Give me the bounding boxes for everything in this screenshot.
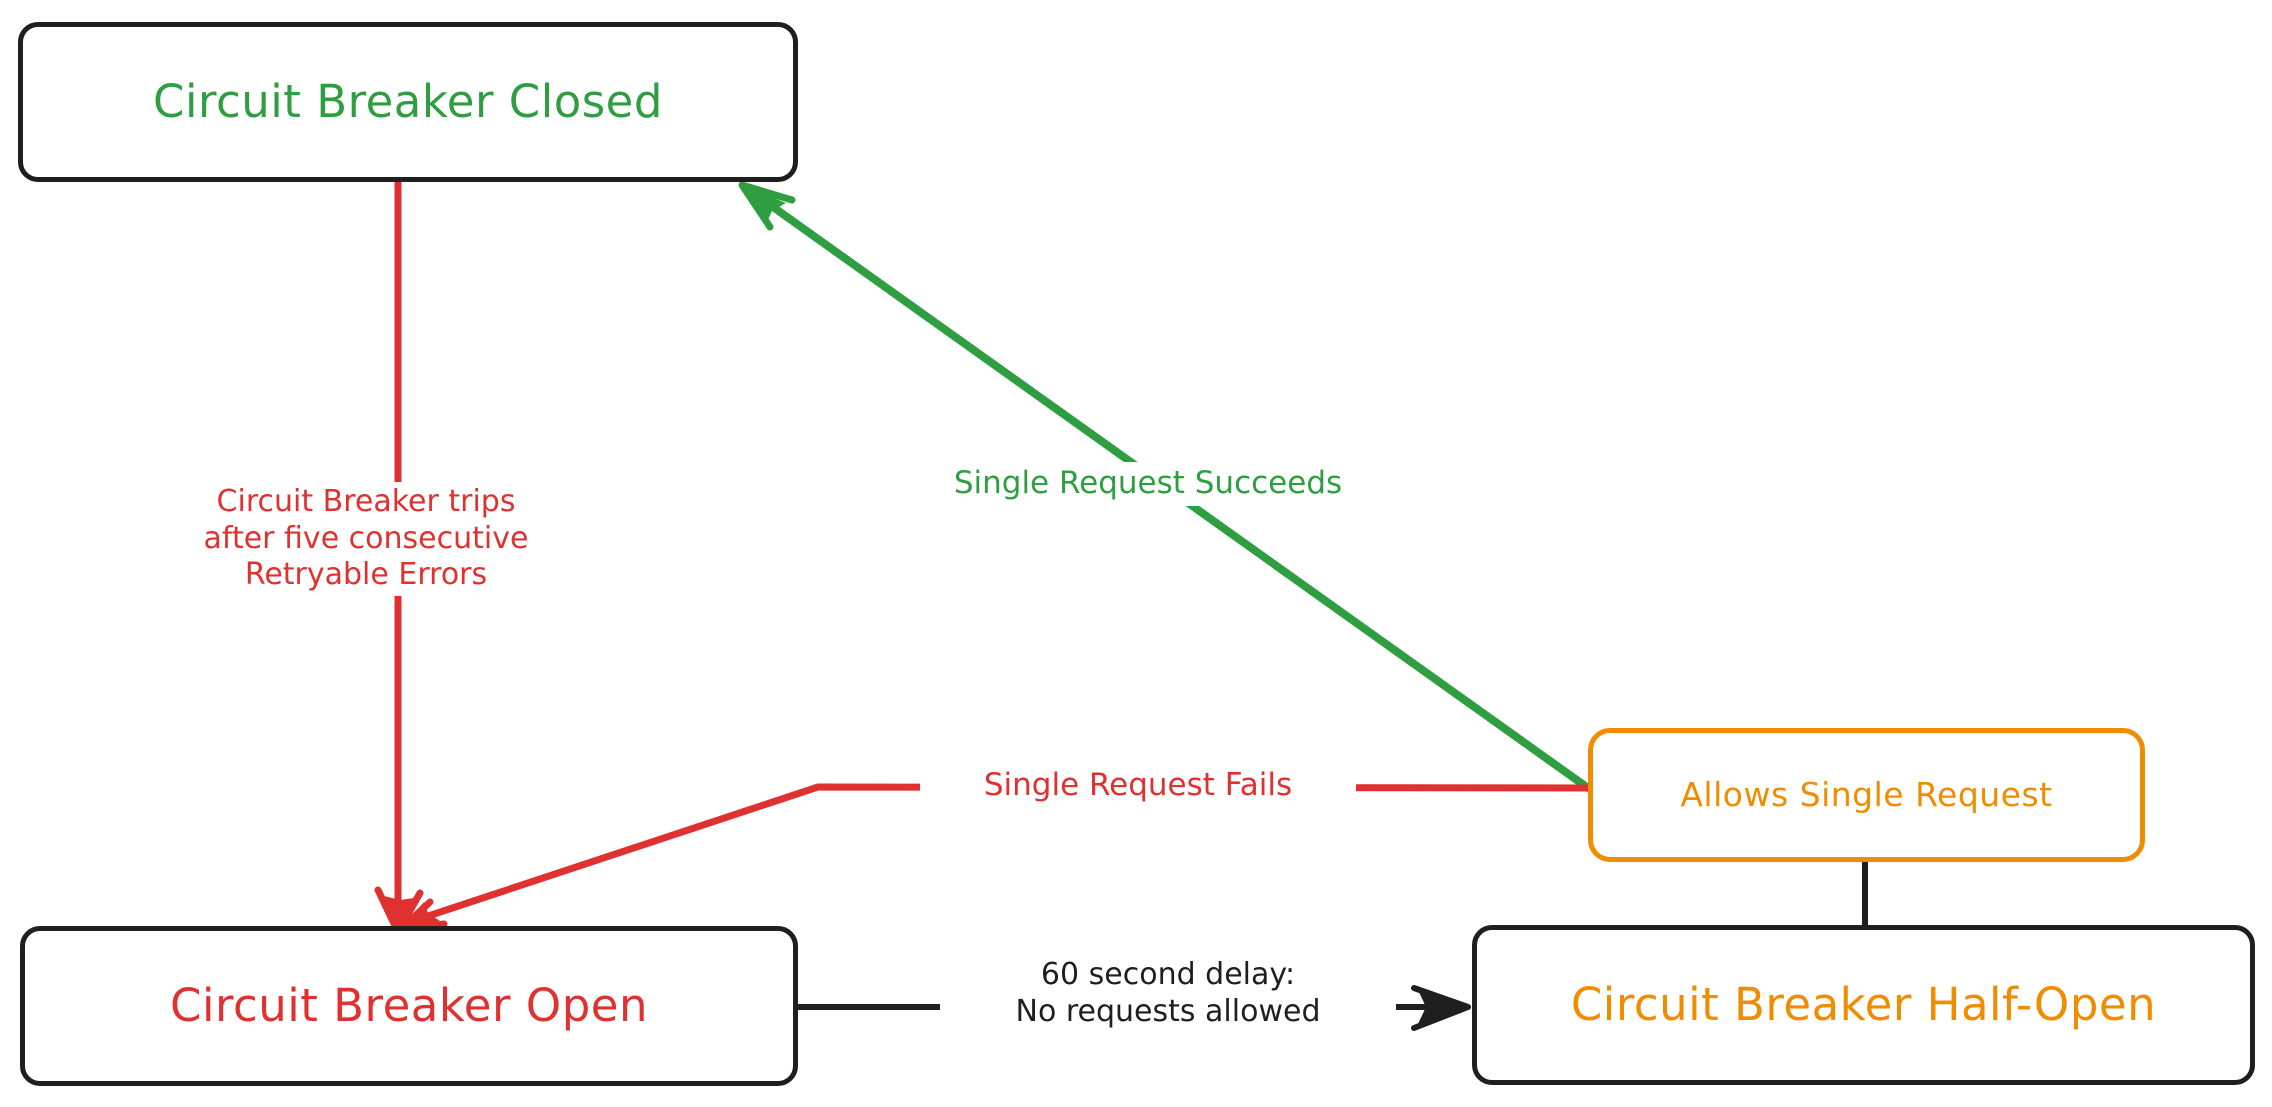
state-node-label: Circuit Breaker Half-Open [1570, 978, 2157, 1032]
edge-allows-to-open [394, 783, 1592, 936]
state-node-label: Circuit Breaker Open [170, 979, 648, 1033]
state-node-circuit-breaker-open[interactable]: Circuit Breaker Open [20, 926, 798, 1086]
state-node-label: Allows Single Request [1680, 774, 2053, 814]
state-node-circuit-breaker-closed[interactable]: Circuit Breaker Closed [18, 22, 798, 182]
state-node-circuit-breaker-half-open[interactable]: Circuit Breaker Half-Open [1472, 925, 2255, 1085]
state-node-label: Circuit Breaker Closed [153, 75, 663, 129]
edge-label-single-request-fails: Single Request Fails [920, 764, 1356, 808]
edge-label-single-request-succeeds: Single Request Succeeds [880, 462, 1416, 506]
edge-label-circuit-breaker-trips: Circuit Breaker trips after five consecu… [140, 482, 592, 596]
state-node-allows-single-request[interactable]: Allows Single Request [1588, 728, 2145, 862]
edge-label-60-second-delay: 60 second delay: No requests allowed [940, 955, 1396, 1033]
